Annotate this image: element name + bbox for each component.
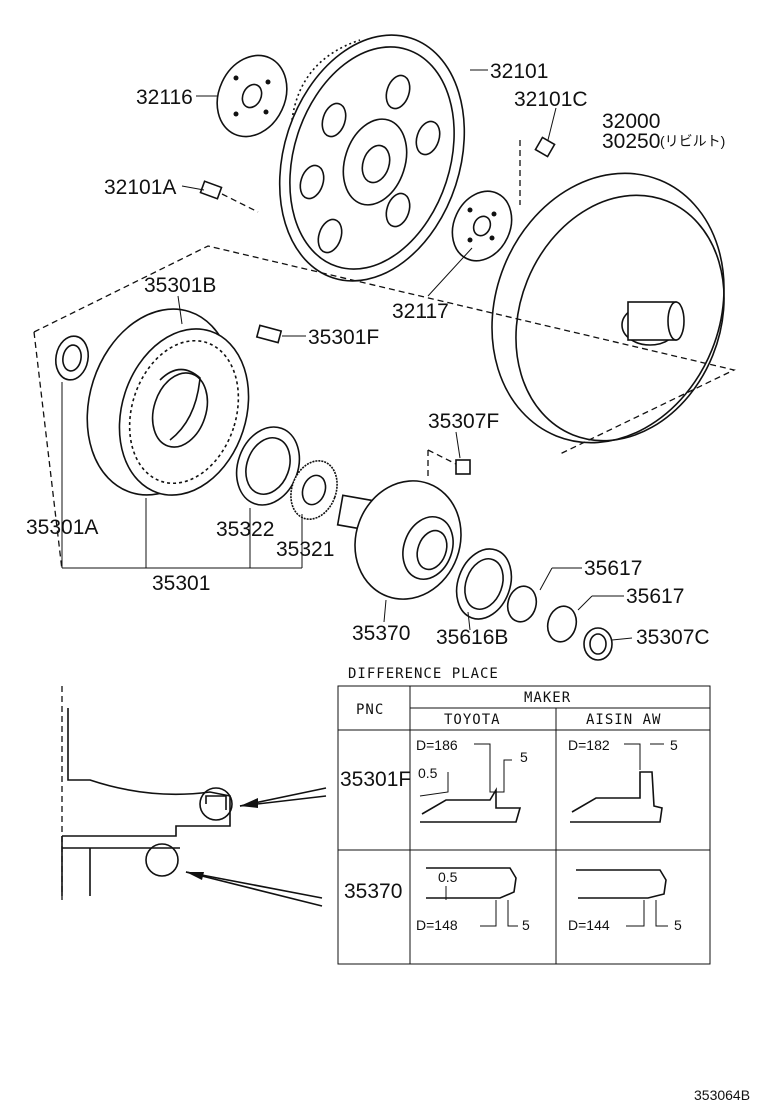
row1-pnc: 35301F [340, 768, 411, 791]
assembly-guide-line [33, 245, 736, 455]
oil-pump-body-35301 [86, 308, 250, 496]
bolt-35307F [427, 449, 471, 480]
callout-30250-note: (リビルト) [660, 133, 725, 149]
maker-header: MAKER [524, 690, 571, 706]
leader-lines [61, 69, 633, 641]
toyota-header: TOYOTA [444, 712, 501, 728]
callout-35617-b: 35617 [626, 585, 684, 608]
aisin-header: AISIN AW [586, 712, 661, 728]
table-caption: DIFFERENCE PLACE [348, 666, 499, 682]
row1-toyota-d: D=186 [416, 737, 458, 753]
bolt-35301F [255, 324, 283, 344]
difference-table: DIFFERENCE PLACE MAKER PNC TOYOTA AISIN … [337, 666, 711, 965]
pnc-header: PNC [356, 702, 384, 718]
part-callouts: 32101 32116 32101C 32000 30250 (リビルト) 32… [26, 60, 725, 649]
row1-toyota-t: 0.5 [418, 765, 438, 781]
row1-aisin-w: 5 [670, 737, 678, 753]
callout-35301: 35301 [152, 572, 210, 595]
callout-35322: 35322 [216, 518, 274, 541]
callout-35321: 35321 [276, 538, 334, 561]
callout-30250: 30250 [602, 130, 660, 153]
row1-toyota-w: 5 [520, 749, 528, 765]
drive-plate-32116 [216, 54, 288, 138]
bolt-32101A [199, 180, 259, 213]
callout-35370: 35370 [352, 622, 410, 645]
row2-aisin-d: D=144 [568, 917, 610, 933]
bushing-35307C [583, 627, 613, 661]
callout-32101: 32101 [490, 60, 548, 83]
row2-toyota-d: D=148 [416, 917, 458, 933]
callout-35301A: 35301A [26, 516, 98, 539]
row2-aisin-w: 5 [674, 917, 682, 933]
callout-35616B: 35616B [436, 626, 508, 649]
torque-converter-32000 [491, 172, 725, 444]
drive-plate-32101 [278, 34, 466, 282]
callout-35307F: 35307F [428, 410, 499, 433]
callout-32000: 32000 [602, 110, 660, 133]
seal-ring-35617-a [506, 585, 538, 623]
driven-gear-35322 [235, 426, 301, 506]
callout-32101A: 32101A [104, 176, 176, 199]
callout-35301B: 35301B [144, 274, 216, 297]
row1-aisin-d: D=182 [568, 737, 610, 753]
callout-32101C: 32101C [514, 88, 588, 111]
row2-pnc: 35370 [344, 880, 402, 903]
section-sketch [61, 686, 327, 907]
callout-35307C: 35307C [636, 626, 710, 649]
seal-ring-35617-b [546, 605, 578, 643]
oil-seal-35301A [54, 335, 90, 381]
stator-shaft-35370 [336, 480, 462, 600]
row2-toyota-t: 0.5 [438, 869, 458, 885]
drive-plate-32117 [451, 190, 513, 262]
callout-32117: 32117 [392, 300, 449, 323]
callout-35617-a: 35617 [584, 557, 642, 580]
figure-id: 353064B [694, 1087, 750, 1103]
drive-gear-35321 [290, 460, 338, 520]
thrust-washer-35616B [455, 548, 513, 620]
callout-35301F: 35301F [308, 326, 379, 349]
callout-32116: 32116 [136, 86, 193, 109]
row2-toyota-w: 5 [522, 917, 530, 933]
bolt-32101C [519, 136, 556, 205]
